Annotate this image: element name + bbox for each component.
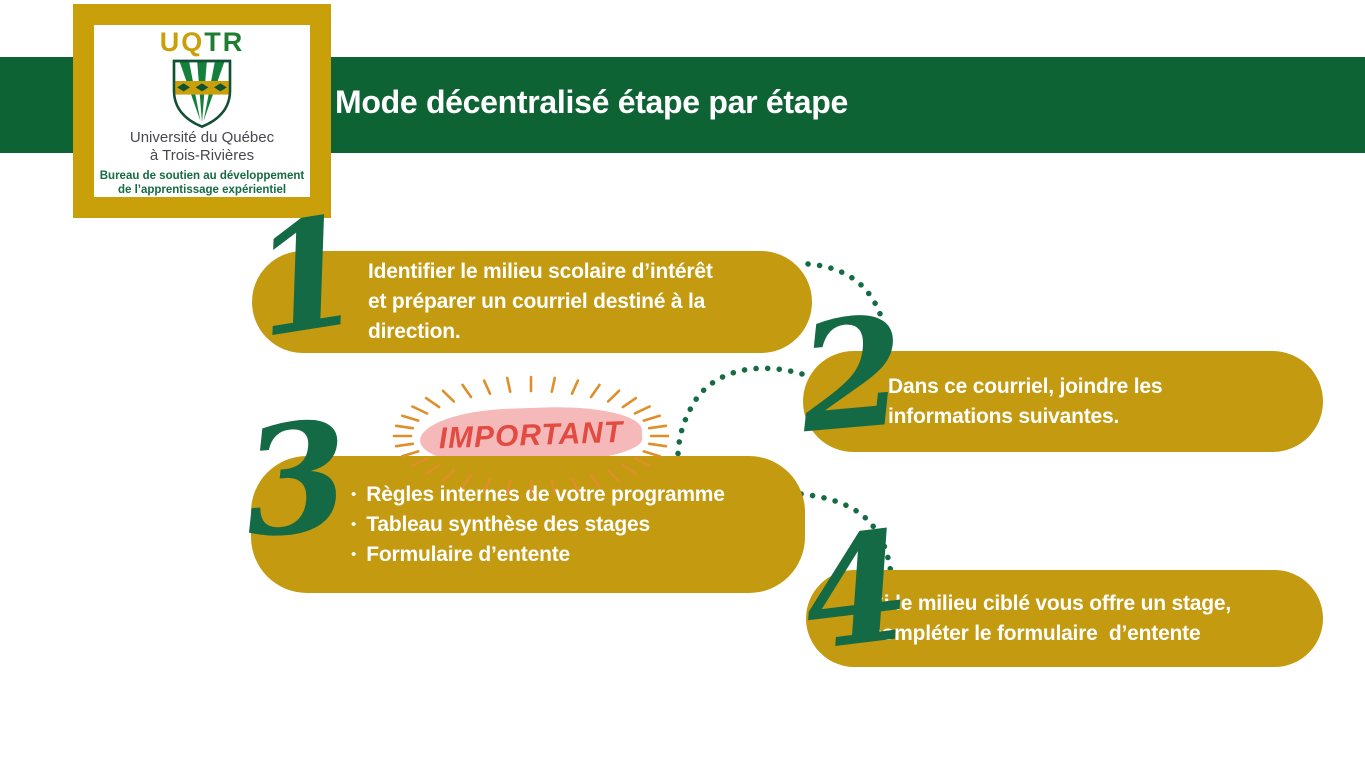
step-3-bullet-1: Règles internes de votre programme	[366, 482, 725, 506]
step-3-bullet-2: Tableau synthèse des stages	[366, 512, 650, 536]
university-name-line2: à Trois-Rivières	[149, 147, 255, 164]
uqtr-shield-icon	[172, 59, 232, 128]
logo-card: UQTR Université du Québec à Trois-Rivièr…	[73, 4, 331, 218]
bullet-dot-icon: •	[351, 485, 357, 503]
bureau-name-line1: Bureau de soutien au développement	[99, 170, 305, 182]
university-name-line1: Université du Québec	[129, 129, 275, 146]
step-4-line-1: Si le milieu ciblé vous offre un stage,	[870, 591, 1231, 615]
step-1-line-3: direction.	[368, 320, 461, 343]
bullet-dot-icon: •	[351, 515, 357, 533]
step-1-line-2: et préparer un courriel destiné à la	[368, 290, 706, 313]
step-2-line-1: Dans ce courriel, joindre les	[888, 374, 1163, 398]
step-box-4: Si le milieu ciblé vous offre un stage, …	[806, 570, 1323, 667]
wordmark-tr: TR	[204, 27, 245, 57]
page-title: Mode décentralisé étape par étape	[335, 83, 848, 120]
step-1-line-1: Identifier le milieu scolaire d’intérêt	[368, 260, 713, 283]
wordmark-uq: UQ	[159, 27, 205, 57]
step-3-bullet-3: Formulaire d’entente	[366, 542, 570, 566]
uqtr-wordmark: UQTR	[160, 29, 245, 56]
bullet-item: • Tableau synthèse des stages	[351, 510, 805, 540]
step-2-line-2: informations suivantes.	[888, 404, 1120, 428]
logo-card-inner: UQTR Université du Québec à Trois-Rivièr…	[94, 25, 310, 197]
bullet-item: • Formulaire d’entente	[351, 540, 805, 570]
step-number-3: 3	[236, 387, 356, 573]
important-label: IMPORTANT	[438, 415, 624, 456]
step-4-line-2: compléter le formulaire d’entente	[870, 621, 1201, 645]
bureau-name-line2: de l’apprentissage expérientiel	[117, 184, 287, 196]
bullet-dot-icon: •	[351, 545, 357, 563]
step-box-2: Dans ce courriel, joindre les informatio…	[803, 351, 1323, 452]
step-number-2: 2	[792, 282, 912, 468]
dotted-connector-2	[675, 365, 805, 457]
step-box-1: Identifier le milieu scolaire d’intérêt …	[252, 251, 812, 353]
step-number-4: 4	[793, 497, 919, 685]
step-box-3: • Règles internes de votre programme • T…	[251, 456, 805, 593]
step-number-1: 1	[240, 181, 372, 373]
bullet-item: • Règles internes de votre programme	[351, 480, 805, 510]
